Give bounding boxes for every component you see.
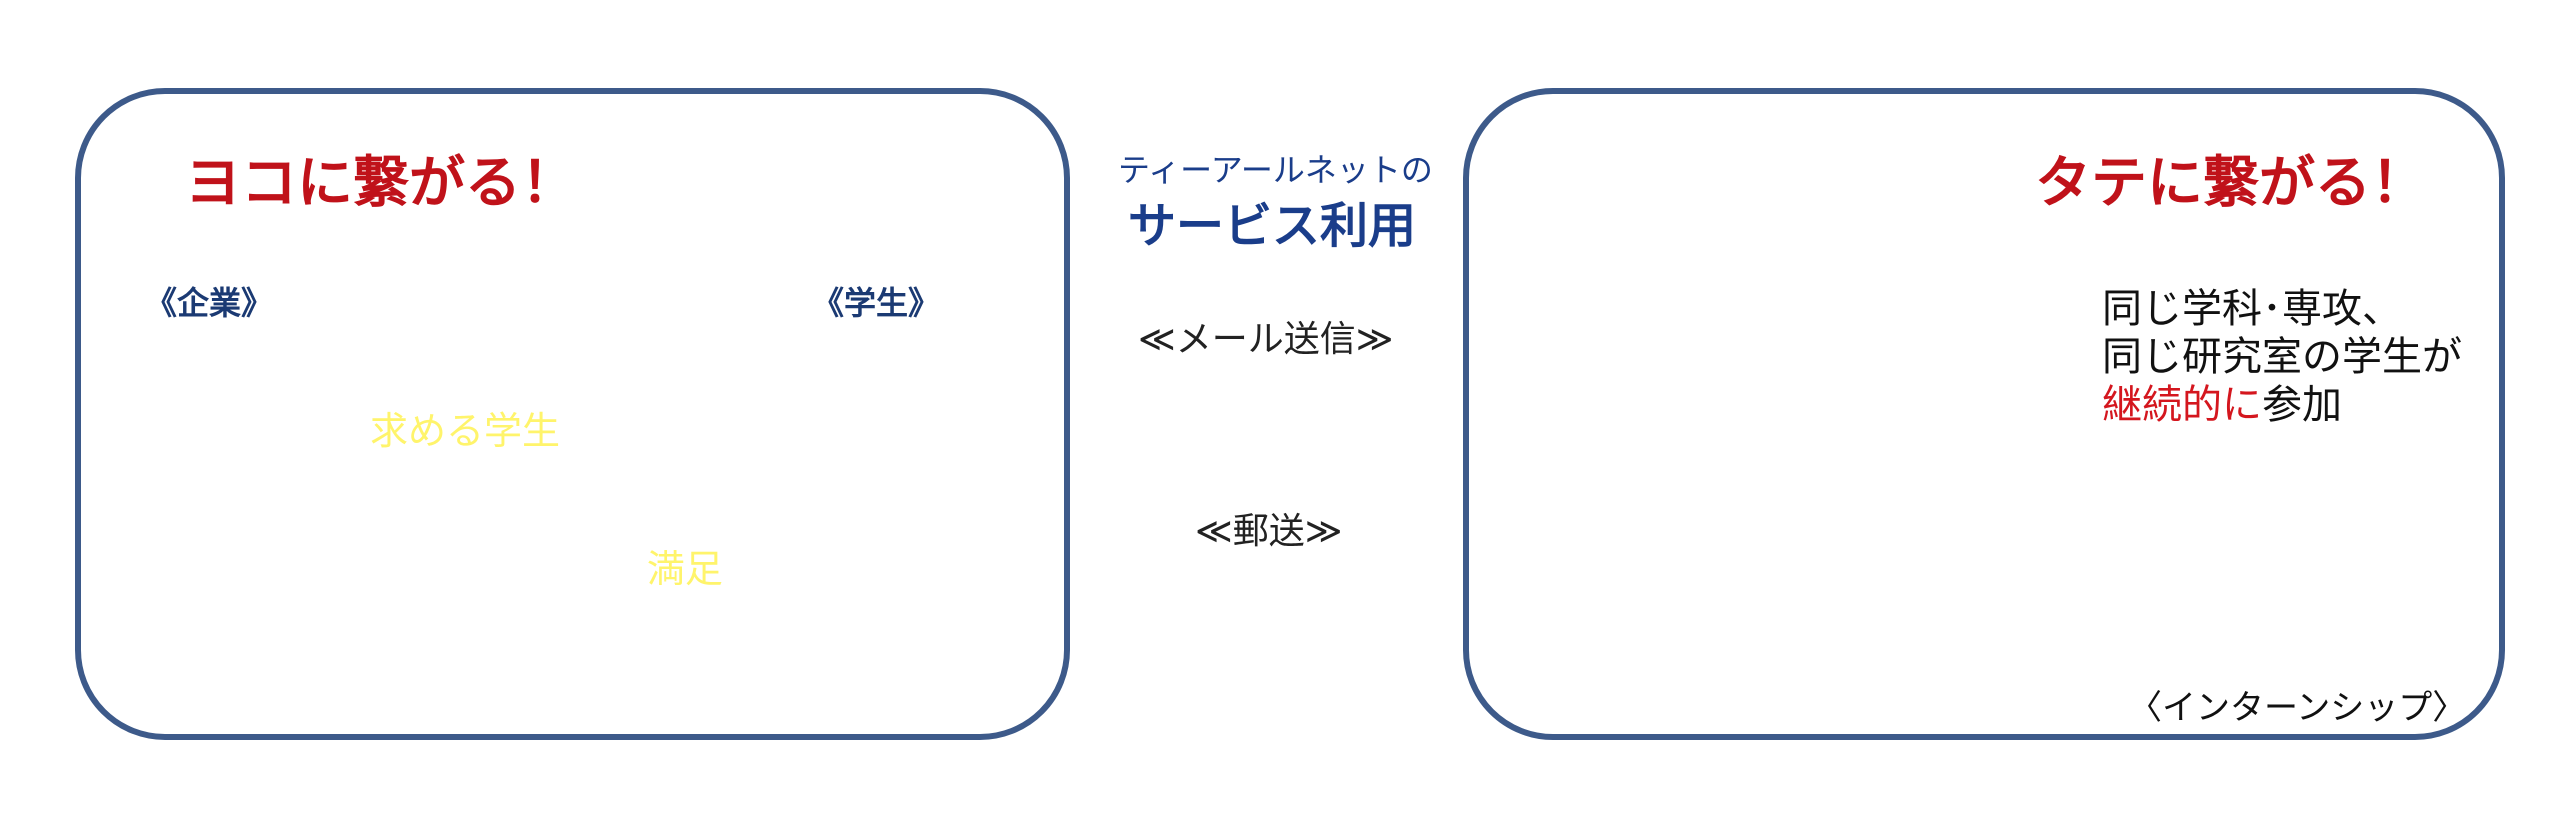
- continuity-text: 同じ学科･専攻、 同じ研究室の学生が 継続的に参加: [2102, 285, 2462, 429]
- arrow-bottom-text: プログラムに満足: [420, 538, 723, 593]
- year-pill-3: 今 年: [1722, 647, 1812, 688]
- badge-line1: ティーアールネットの: [1118, 151, 1433, 189]
- left-banner-title: ヨコに繋がる！: [185, 151, 577, 216]
- arrow-top-text: 求める学生の増加: [370, 400, 674, 455]
- post-label: ≪郵送≫: [1195, 511, 1343, 552]
- right-banner-title: タテに繋がる！: [2035, 151, 2427, 216]
- year-pill-2: 前 年: [1722, 452, 1812, 493]
- continuity-red: 継続的に: [2102, 382, 2262, 428]
- company-label: 《企業》: [145, 284, 274, 322]
- arrow-bottom-highlight: 満足: [646, 547, 723, 591]
- arrow-bottom-rest: プログラムに: [420, 547, 647, 591]
- badge-line2: サービス利用: [1128, 198, 1417, 254]
- continuity-line3: 継続的に参加: [2102, 381, 2462, 429]
- arrow-top-highlight: 求める学生: [370, 409, 561, 453]
- continuity-rest: 参加: [2262, 382, 2342, 428]
- student-label: 《学生》: [812, 284, 941, 322]
- continuity-line2: 同じ研究室の学生が: [2102, 334, 2462, 380]
- continuity-line1: 同じ学科･専攻、: [2102, 286, 2402, 332]
- year-pill-1: 前々年: [1712, 262, 1827, 303]
- arrow-top-rest: の増加: [560, 409, 675, 453]
- internship-caption: 〈インターンシップ〉: [2128, 688, 2467, 728]
- mail-label: ≪メール送信≫: [1138, 319, 1394, 360]
